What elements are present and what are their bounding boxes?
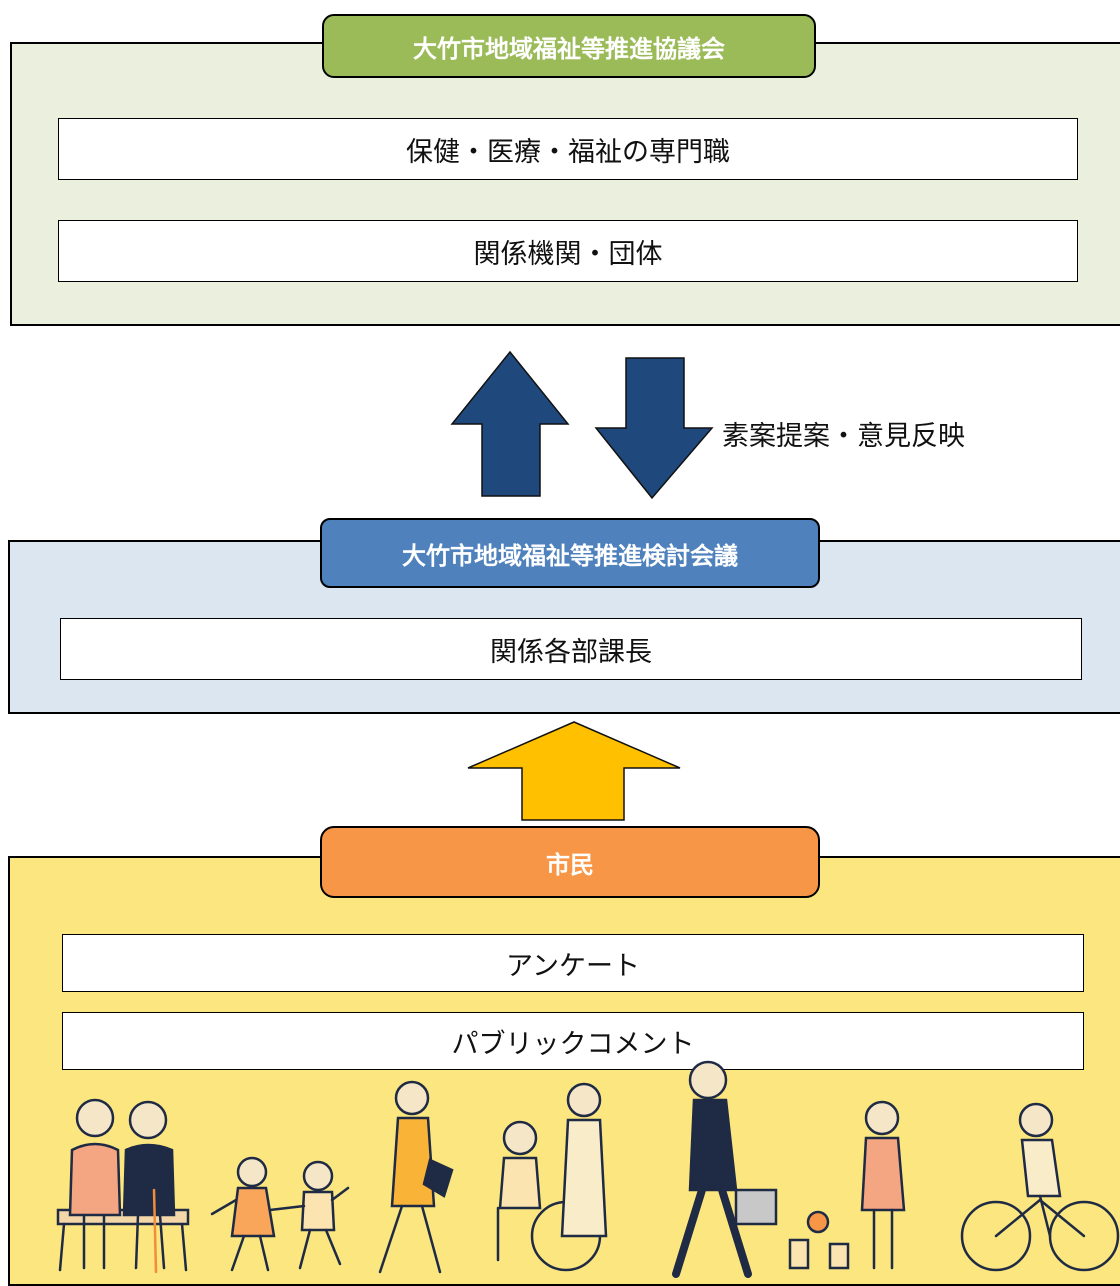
businessman-figure (672, 1060, 778, 1278)
committee-title: 大竹市地域福祉等推進検討会議 (320, 518, 820, 588)
council-panel: 保健・医療・福祉の専門職 関係機関・団体 (10, 42, 1120, 326)
council-title: 大竹市地域福祉等推進協議会 (322, 14, 816, 78)
arrow-label: 素案提案・意見反映 (722, 421, 965, 452)
citizens-row-survey: アンケート (62, 934, 1084, 992)
citizens-panel: アンケート パブリックコメント (8, 856, 1120, 1286)
committee-row-department-heads: 関係各部課長 (60, 618, 1082, 680)
elderly-couple-figure (56, 1098, 190, 1274)
cyclist-figure (960, 1102, 1120, 1272)
down-arrow-to-committee (594, 357, 714, 500)
children-figure (210, 1156, 350, 1272)
up-arrow-to-council (450, 350, 570, 497)
wheelchair-pair-figure (496, 1082, 608, 1272)
citizens-row-public-comment: パブリックコメント (62, 1012, 1084, 1070)
council-row-professionals: 保健・医療・福祉の専門職 (58, 118, 1078, 180)
florist-figure (788, 1100, 906, 1270)
up-arrow-from-citizens (467, 721, 681, 821)
council-row-organizations: 関係機関・団体 (58, 220, 1078, 282)
woman-walking-figure (378, 1080, 454, 1274)
citizens-title: 市民 (320, 826, 820, 898)
